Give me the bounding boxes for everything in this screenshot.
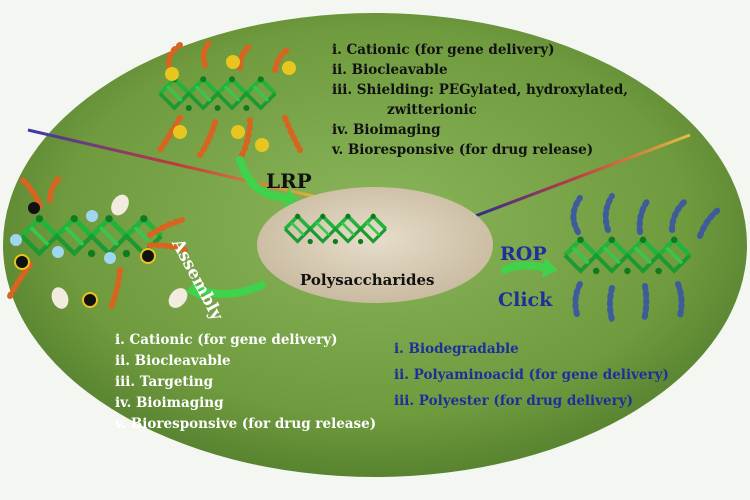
rop-label: ROP — [500, 243, 547, 265]
center-label: Polysaccharides — [300, 271, 435, 289]
assembly-feature-list: i. Cationic (for gene delivery) ii. Bioc… — [115, 330, 376, 435]
list-item: ii. Biocleavable — [332, 62, 448, 78]
list-item: ii. Biocleavable — [115, 353, 231, 369]
arrow-head-left — [186, 280, 202, 300]
assembly-molecule-icon — [5, 173, 188, 313]
rop-feature-list: i. Biodegradable ii. Polyaminoacid (for … — [394, 336, 669, 414]
list-item: iii. Shielding: PEGylated, hydroxylated, — [332, 82, 629, 98]
list-item: iv. Bioimaging — [115, 395, 224, 411]
list-item: iv. Bioimaging — [332, 122, 441, 138]
divider-right — [469, 133, 691, 220]
list-item: v. Bioresponsive (for drug release) — [115, 416, 377, 432]
list-item: iii. Targeting — [115, 374, 214, 390]
lrp-molecule-icon — [157, 37, 303, 158]
list-item: zwitterionic — [387, 102, 477, 118]
polysaccharides-disc — [257, 187, 493, 303]
curved-arrow-icon — [196, 156, 549, 298]
arrow-head-right — [542, 258, 558, 278]
list-item: i. Biodegradable — [394, 341, 519, 357]
divider-left — [27, 128, 331, 202]
lrp-feature-list: i. Cationic (for gene delivery) ii. Bioc… — [332, 40, 628, 160]
lrp-label: LRP — [266, 169, 312, 193]
list-item: ii. Polyaminoacid (for gene delivery) — [394, 367, 669, 383]
list-item: v. Bioresponsive (for drug release) — [332, 142, 594, 158]
click-label: Click — [498, 289, 553, 311]
arrow-head-top — [284, 188, 298, 208]
rop-molecule-icon — [565, 193, 721, 323]
list-item: iii. Polyester (for drug delivery) — [394, 393, 633, 409]
list-item: i. Cationic (for gene delivery) — [115, 332, 338, 348]
list-item: i. Cationic (for gene delivery) — [332, 42, 555, 58]
